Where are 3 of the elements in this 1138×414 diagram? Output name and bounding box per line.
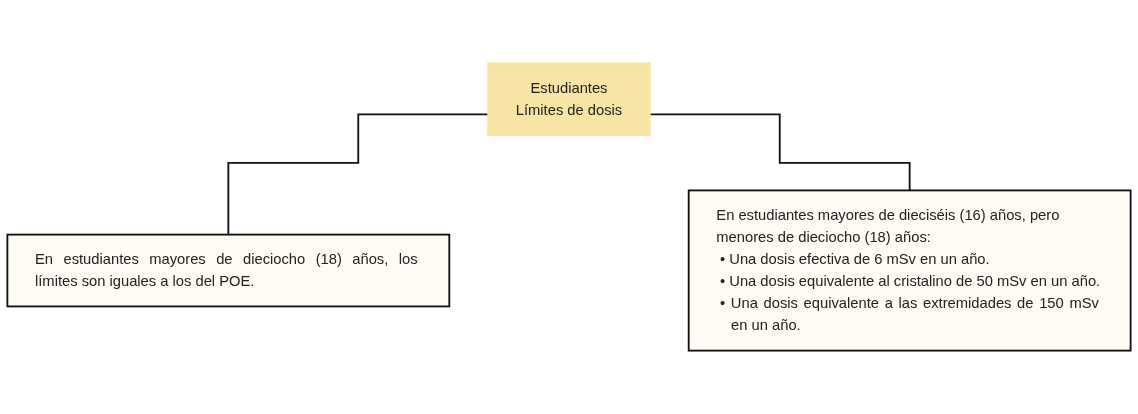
node-box: En estudiantes mayores de dieciocho (18) años, los límites son iguales a los del POE. — [6, 233, 451, 308]
node-box: Estudiantes Límites de dosis — [487, 62, 651, 137]
node-box: En estudiantes mayores de dieciséis (16) años, pero menores de dieciocho (18) años: • Una dosis efectiva de 6 mSv en un año. • Una dosis equivalente al cristalino de 50 mSv en un año. • Una dosis equivalente a las extremidades de 150 mSv en un año. — [687, 189, 1132, 352]
